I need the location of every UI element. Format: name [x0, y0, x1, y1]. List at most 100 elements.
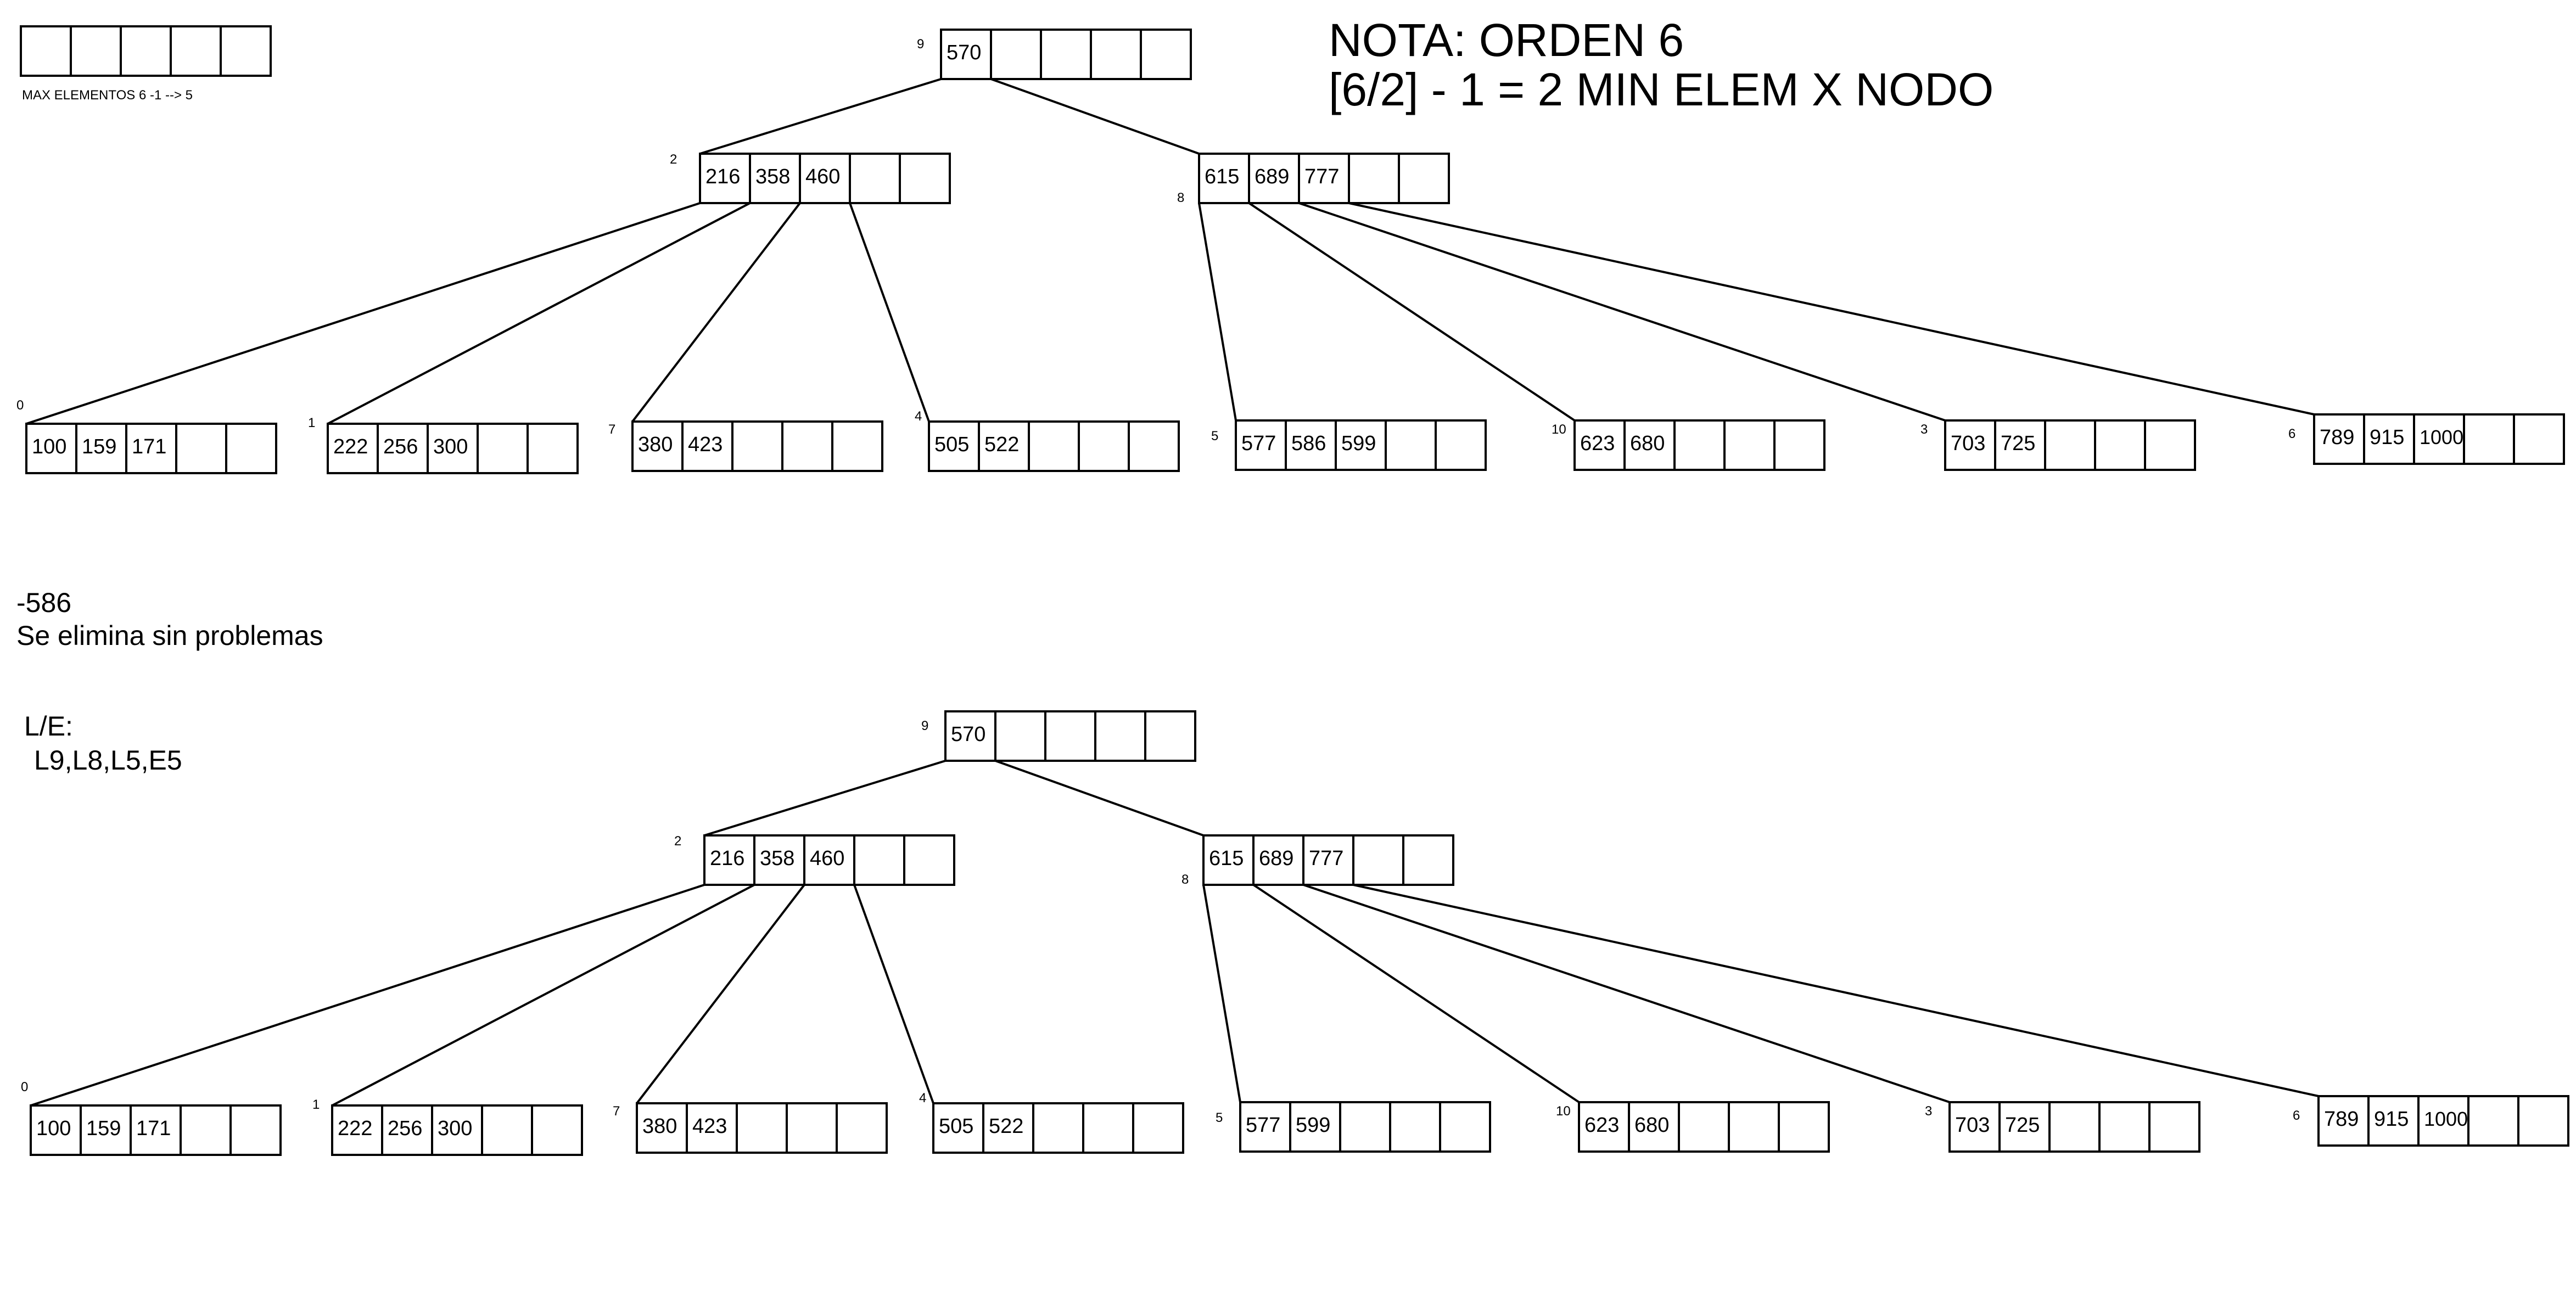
node-slot	[1348, 153, 1400, 204]
node-slot	[2513, 413, 2565, 465]
node-slot	[1132, 1102, 1184, 1154]
pointer-edge	[1303, 884, 1950, 1103]
node-slot	[978, 420, 1030, 472]
node-key: 380	[642, 1115, 677, 1138]
pointer-edge	[699, 78, 942, 155]
node-id-label: 10	[1556, 1104, 1571, 1119]
pointer-edge	[1353, 884, 2319, 1097]
node-slot	[1090, 29, 1142, 80]
node-slot	[2044, 419, 2096, 471]
node-slot	[781, 420, 833, 472]
node-id-label: 0	[16, 398, 24, 413]
node-key: 789	[2324, 1108, 2359, 1131]
pointer-edge	[853, 884, 934, 1104]
node-slot	[1128, 420, 1180, 472]
node-key: 680	[1634, 1114, 1669, 1137]
pointer-edge	[636, 884, 805, 1104]
pointer-edge	[1248, 202, 1576, 422]
node-key: 171	[132, 435, 166, 458]
node-slot	[899, 153, 951, 204]
node-slot	[631, 420, 684, 472]
node-key: 522	[989, 1115, 1023, 1138]
pointer-edge	[1252, 884, 1580, 1103]
note-order: NOTA: ORDEN 6	[1329, 14, 1684, 66]
node-slot	[1728, 1101, 1780, 1153]
node-key: 100	[32, 435, 66, 458]
node-slot	[2148, 1101, 2200, 1153]
node-slot	[2363, 413, 2415, 465]
node-slot	[175, 423, 227, 474]
node-slot	[990, 29, 1042, 80]
node-slot	[331, 1104, 383, 1156]
node-key: 300	[438, 1117, 472, 1140]
node-key: 222	[333, 435, 368, 458]
node-slot	[1402, 834, 1454, 886]
node-slot	[1773, 419, 1825, 471]
node-slot	[225, 423, 277, 474]
node-slot	[1094, 710, 1146, 762]
note-min-elements: [6/2] - 1 = 2 MIN ELEM X NODO	[1329, 64, 1994, 115]
node-key: 522	[984, 433, 1019, 456]
node-key: 505	[939, 1115, 973, 1138]
node-slot	[1389, 1101, 1441, 1153]
node-slot	[1040, 29, 1092, 80]
node-slot	[1578, 1101, 1630, 1153]
node-key: 300	[433, 435, 468, 458]
node-slot	[1078, 420, 1130, 472]
legend-slot	[120, 25, 172, 77]
node-id-label: 2	[674, 834, 681, 849]
node-slot	[1439, 1101, 1491, 1153]
node-slot	[1239, 1101, 1291, 1153]
node-key: 703	[1955, 1114, 1990, 1137]
node-slot	[25, 423, 77, 474]
node-slot	[799, 153, 851, 204]
node-key: 777	[1304, 165, 1339, 188]
node-id-label: 1	[312, 1097, 320, 1112]
node-slot	[125, 423, 177, 474]
node-slot	[1678, 1101, 1730, 1153]
io-label: L/E:	[24, 711, 73, 742]
node-id-label: 10	[1552, 422, 1566, 437]
node-id-label: 4	[915, 409, 922, 424]
node-slot	[686, 1102, 738, 1154]
node-id-label: 9	[917, 37, 924, 52]
max-elements-label: MAX ELEMENTOS 6 -1 --> 5	[22, 88, 193, 103]
node-id-label: 3	[1920, 422, 1928, 437]
node-key: 623	[1580, 432, 1615, 455]
legend-slot	[170, 25, 222, 77]
legend-slot	[70, 25, 122, 77]
node-slot	[2467, 1095, 2519, 1147]
deleted-key-label: -586	[16, 587, 72, 618]
node-slot	[681, 420, 733, 472]
node-slot	[1385, 419, 1437, 471]
node-slot	[130, 1104, 182, 1156]
node-id-label: 0	[21, 1080, 28, 1094]
node-id-label: 2	[670, 152, 677, 167]
node-slot	[853, 834, 905, 886]
pointer-edge	[327, 202, 751, 425]
node-slot	[703, 834, 755, 886]
node-key: 586	[1291, 432, 1326, 455]
node-slot	[481, 1104, 533, 1156]
node-id-label: 7	[608, 422, 615, 437]
node-slot	[2413, 413, 2465, 465]
node-slot	[636, 1102, 688, 1154]
node-key: 615	[1205, 165, 1239, 188]
node-slot	[527, 423, 579, 474]
node-slot	[831, 420, 883, 472]
node-id-label: 4	[919, 1091, 926, 1105]
node-slot	[2094, 419, 2146, 471]
node-key: 423	[692, 1115, 727, 1138]
node-slot	[30, 1104, 82, 1156]
pointer-edge	[849, 203, 930, 422]
legend-slot	[20, 25, 72, 77]
node-slot	[1144, 710, 1196, 762]
pointer-edge	[1348, 202, 2315, 416]
node-slot	[994, 710, 1046, 762]
node-slot	[80, 1104, 132, 1156]
node-slot	[1435, 419, 1487, 471]
node-slot	[1352, 834, 1404, 886]
node-id-label: 5	[1211, 429, 1218, 444]
node-id-label: 3	[1925, 1104, 1932, 1119]
